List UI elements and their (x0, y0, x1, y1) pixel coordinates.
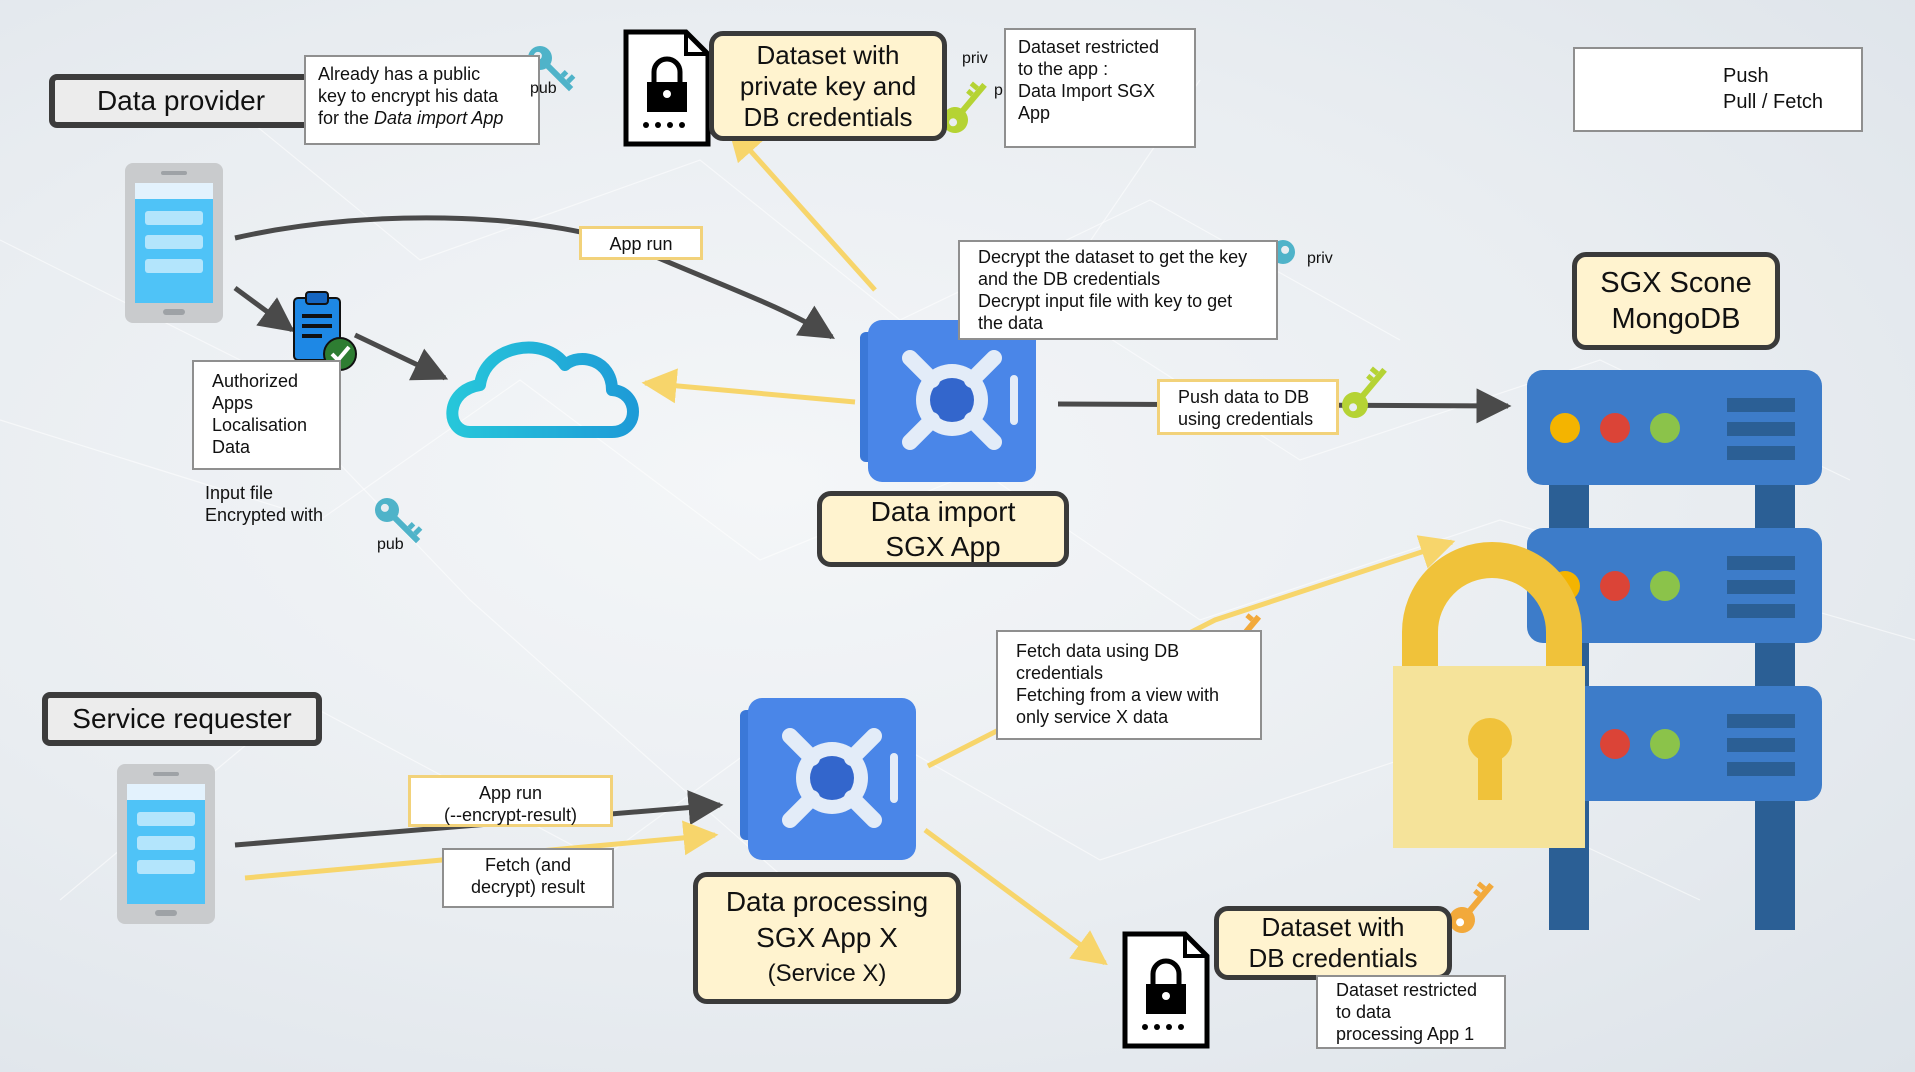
dataset-top-label: Dataset with private key and DB credenti… (709, 31, 947, 141)
dataset-top-text: Dataset with (756, 39, 900, 70)
note-line: only service X data (1016, 707, 1169, 727)
import-app-text: Data import (870, 496, 1016, 527)
restricted-bottom-note: Dataset restricted to data processing Ap… (1316, 975, 1506, 1049)
note-line-italic: Data import App (374, 108, 504, 128)
clipboard-check-icon (293, 291, 357, 371)
legend-pull-label: Pull / Fetch (1723, 91, 1824, 113)
key-icon (1449, 881, 1494, 933)
server-rack-icon (1527, 370, 1822, 930)
phone-icon (125, 163, 223, 323)
edge-label-text: using credentials (1178, 409, 1314, 429)
note-line: App (1018, 103, 1051, 123)
cloud-icon (446, 341, 639, 438)
dataset-bottom-text: Dataset with (1261, 912, 1405, 942)
vault-icon (740, 698, 916, 860)
edge-label-app-run-bottom: App run (--encrypt-result) (408, 775, 613, 827)
note-line: processing App 1 (1336, 1024, 1475, 1044)
note-line: Fetching from a view with (1016, 685, 1220, 705)
mongodb-label: SGX Scone MongoDB (1572, 252, 1780, 350)
note-line: Decrypt the dataset to get the key (978, 247, 1248, 267)
note-line: Authorized (212, 371, 299, 391)
edge-label-text: decrypt) result (470, 877, 586, 897)
processing-app-text: SGX App X (756, 922, 898, 953)
processing-app-text: (Service X) (767, 960, 887, 987)
note-line: Apps (212, 393, 254, 413)
key-icon (375, 498, 423, 544)
input-file-note: Input file Encrypted with (205, 482, 385, 532)
fetch-note: Fetch data using DB credentials Fetching… (996, 630, 1262, 740)
padlock-icon (1393, 542, 1585, 848)
note-line: Already has a public (318, 64, 481, 84)
pub-key-label: pub (377, 536, 404, 553)
arrow-phone-to-clipboard (233, 285, 295, 333)
key-icon (1342, 366, 1387, 418)
restricted-top-note: Dataset restricted to the app : Data Imp… (1004, 28, 1196, 148)
priv-key-label: priv (962, 50, 988, 67)
note-line: credentials (1016, 663, 1104, 683)
note-line: Localisation (212, 415, 308, 435)
data-provider-label: Data provider (49, 74, 313, 128)
edge-label-text: App run (609, 234, 673, 254)
note-line: the data (978, 313, 1044, 333)
service-requester-text: Service requester (72, 703, 292, 734)
import-app-label: Data import SGX App (817, 491, 1069, 567)
import-app-text: SGX App (885, 531, 1001, 562)
note-line: to data (1336, 1002, 1392, 1022)
mongodb-text: MongoDB (1611, 303, 1741, 335)
legend-box: Push Pull / Fetch (1573, 47, 1863, 132)
decrypt-note: Decrypt the dataset to get the key and t… (958, 240, 1278, 340)
edge-label-push-data: Push data to DB using credentials (1157, 379, 1339, 435)
note-line: Input file (205, 483, 274, 503)
note-line: Dataset restricted (1018, 37, 1160, 57)
service-requester-label: Service requester (42, 692, 322, 746)
note-line: Data Import SGX (1018, 81, 1156, 101)
public-key-note: Already has a public key to encrypt his … (304, 55, 540, 145)
legend-push-label: Push (1723, 65, 1769, 87)
edge-label-text: (--encrypt-result) (443, 805, 577, 825)
edge-label-text: Push data to DB (1178, 387, 1310, 407)
arrow-fetch-dataset-bottom (923, 827, 1108, 966)
priv-key-label: priv (1307, 250, 1333, 267)
note-line: Decrypt input file with key to get (978, 291, 1233, 311)
edge-label-text: Fetch (and (484, 855, 572, 875)
note-line: to the app : (1018, 59, 1109, 79)
authorized-note: Authorized Apps Localisation Data (192, 360, 341, 470)
note-line: Data (212, 437, 251, 457)
dataset-top-text: private key and (739, 70, 917, 101)
arrow-fetch-dataset-top (727, 125, 877, 292)
dataset-bottom-text: DB credentials (1248, 943, 1418, 973)
data-provider-text: Data provider (96, 85, 266, 116)
arrow-fetch-input-file (641, 368, 856, 405)
dataset-top-text: DB credentials (743, 101, 913, 132)
note-line: for the (318, 108, 375, 128)
dataset-bottom-label: Dataset with DB credentials (1214, 906, 1452, 980)
processing-app-label: Data processing SGX App X (Service X) (693, 872, 961, 1004)
mongodb-text: SGX Scone (1600, 267, 1752, 299)
pub-key-label: pub (530, 80, 557, 97)
vault-icon (860, 320, 1036, 482)
note-line: Encrypted with (205, 505, 324, 525)
key-icon (942, 81, 987, 133)
arrow-clipboard-to-cloud (353, 332, 449, 381)
note-line: key to encrypt his data (318, 86, 499, 106)
edge-label-app-run-top: App run (579, 226, 703, 260)
note-line: and the DB credentials (978, 269, 1161, 289)
phone-icon (117, 764, 215, 924)
edge-label-text: App run (478, 783, 543, 803)
note-line: Dataset restricted (1336, 980, 1478, 1000)
processing-app-text: Data processing (725, 886, 929, 917)
document-lock-icon (1122, 931, 1210, 1049)
document-lock-icon (623, 29, 711, 147)
note-line: Fetch data using DB (1016, 641, 1180, 661)
edge-label-fetch-result: Fetch (and decrypt) result (442, 848, 614, 908)
